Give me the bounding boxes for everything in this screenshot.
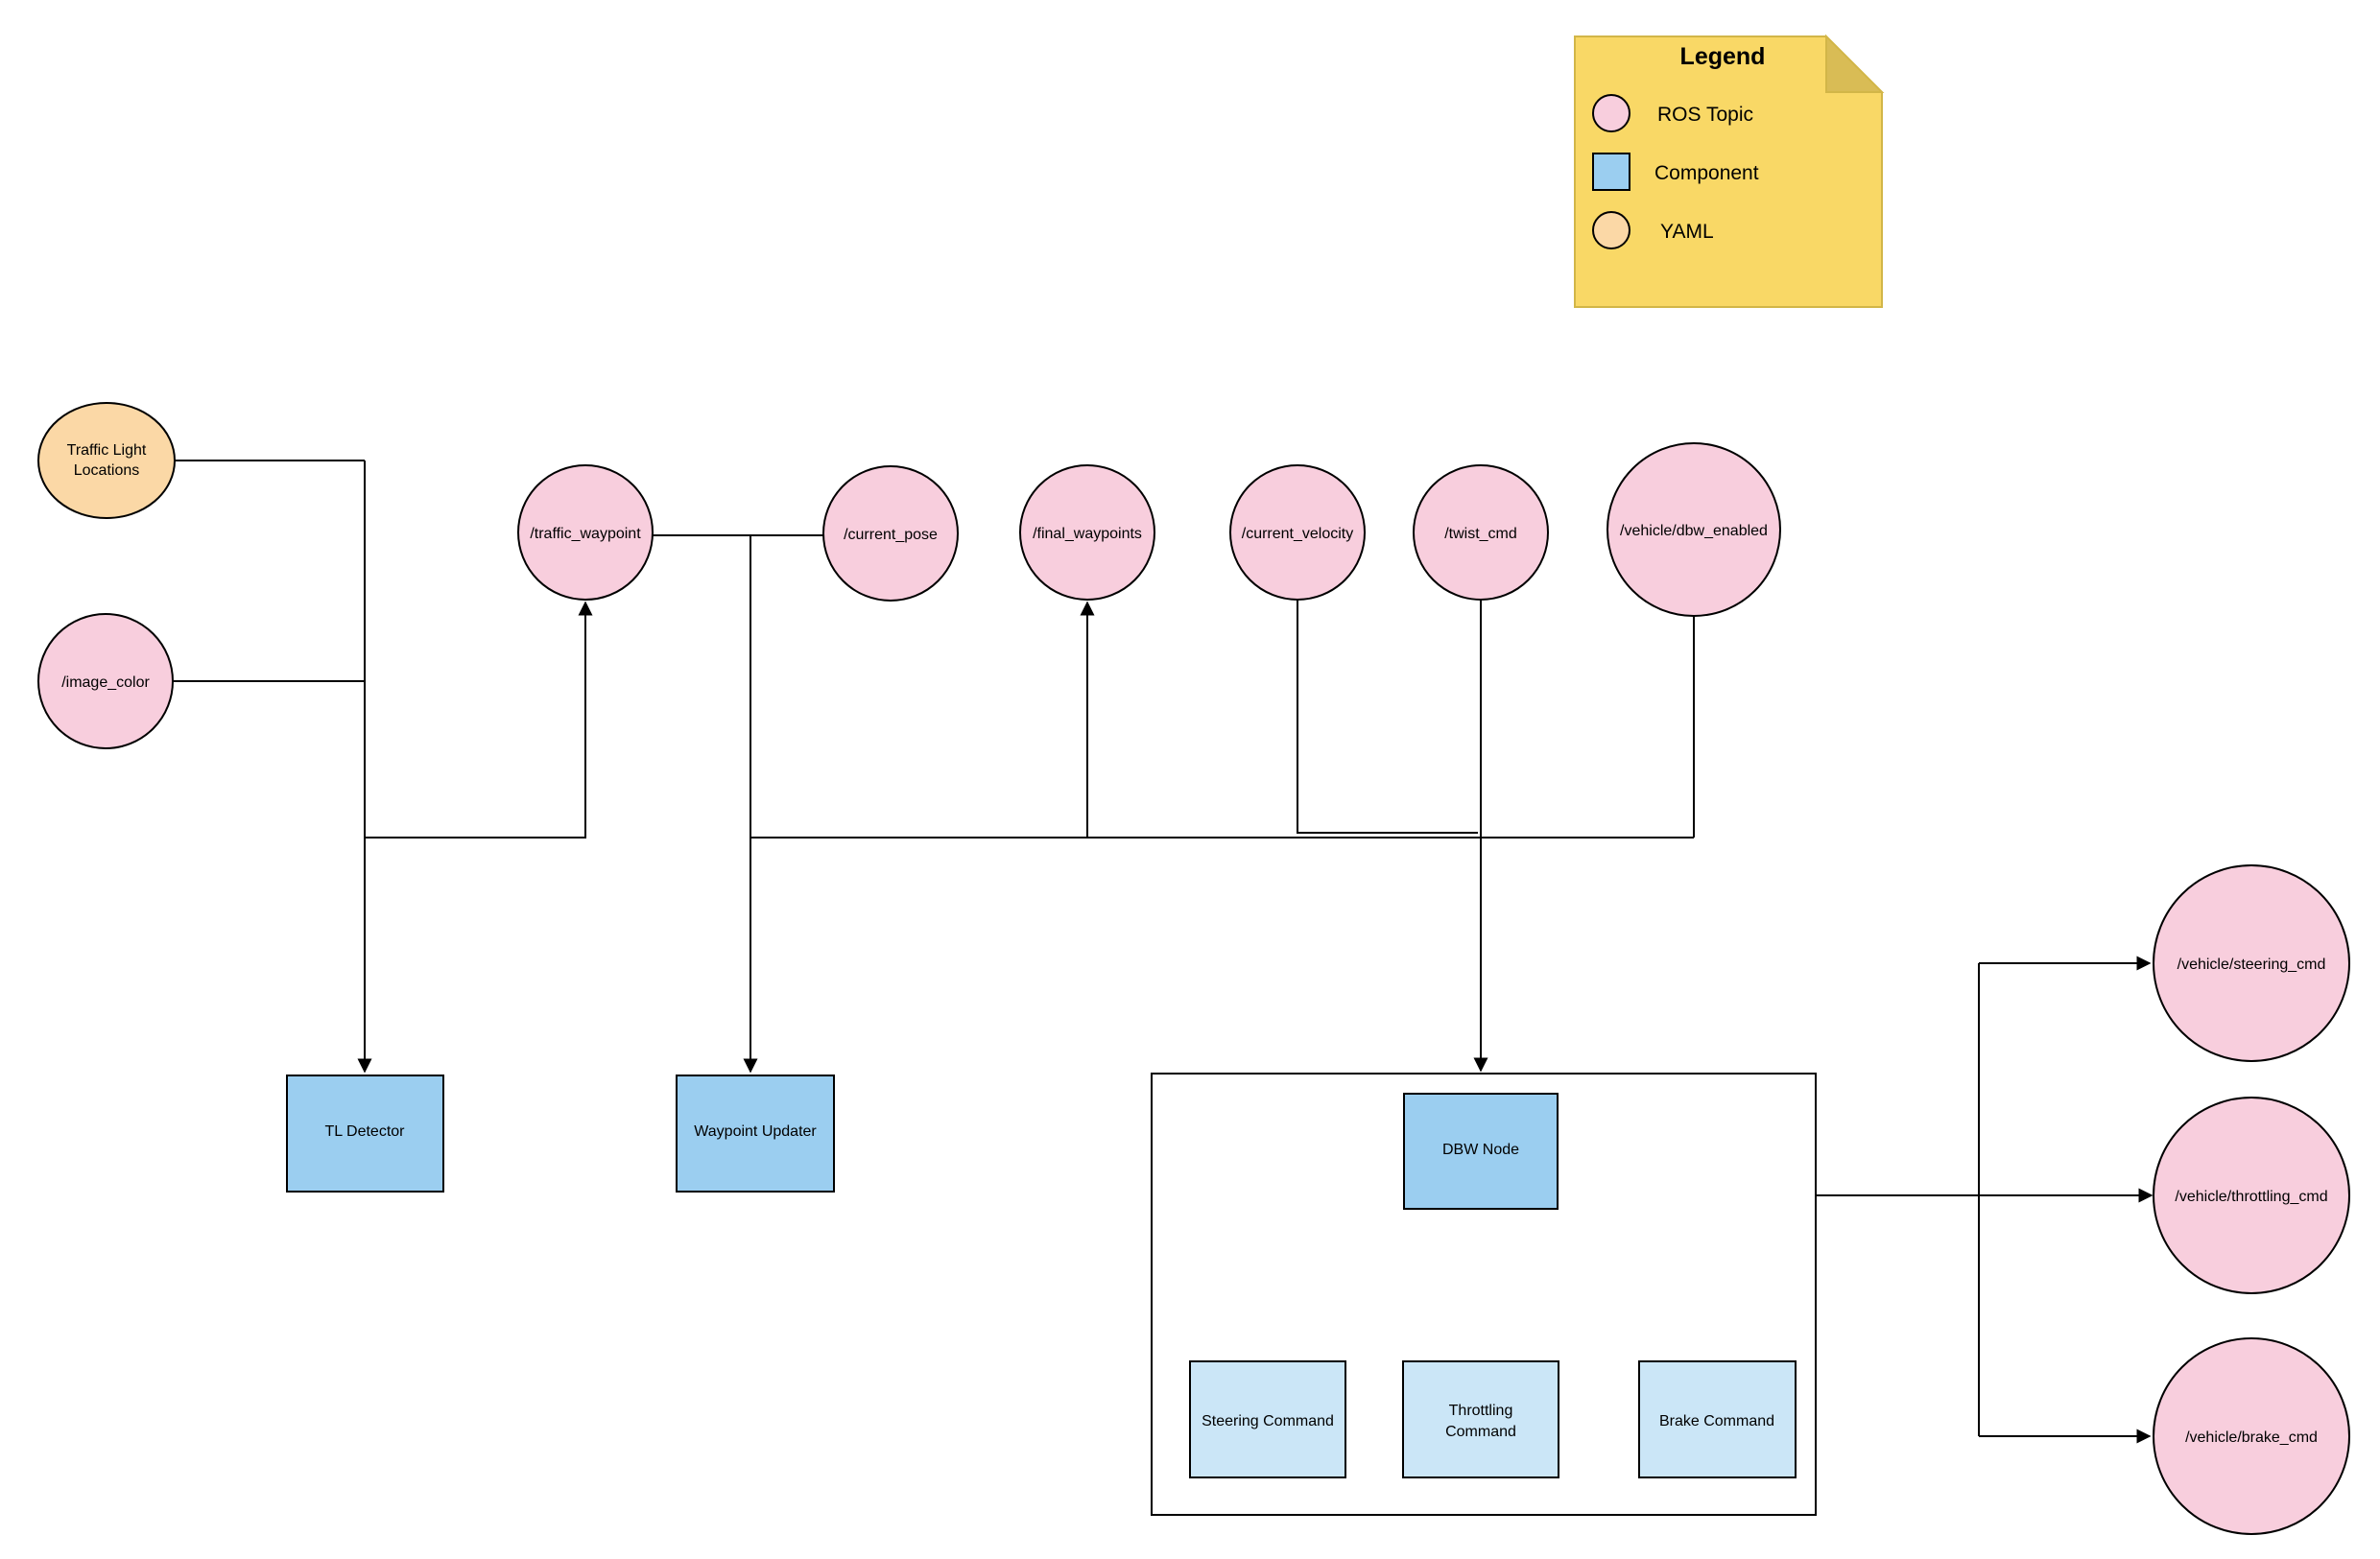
node-throttling-cmd: /vehicle/throttling_cmd bbox=[2153, 1097, 2350, 1294]
throttling-command-label-line2: Command bbox=[1445, 1424, 1516, 1440]
steering-cmd-label: /vehicle/steering_cmd bbox=[2178, 957, 2326, 973]
legend-note: Legend ROS Topic Component YAML bbox=[1574, 34, 1885, 308]
node-current-velocity: /current_velocity bbox=[1229, 464, 1366, 601]
throttling-command-box bbox=[1402, 1360, 1559, 1478]
tl-detector-box bbox=[286, 1075, 444, 1193]
steering-command-box bbox=[1189, 1360, 1346, 1478]
brake-cmd-circle bbox=[2153, 1337, 2350, 1535]
legend-title: Legend bbox=[1680, 43, 1766, 70]
component-tl-detector: TL Detector bbox=[286, 1075, 444, 1193]
final-waypoints-circle bbox=[1019, 464, 1155, 601]
current-pose-label: /current_pose bbox=[844, 527, 938, 543]
dbw-enabled-circle bbox=[1606, 442, 1781, 617]
node-image-color: /image_color bbox=[37, 613, 174, 749]
edge-current-velocity-drop bbox=[1297, 600, 1478, 834]
throttling-cmd-label: /vehicle/throttling_cmd bbox=[2175, 1189, 2327, 1205]
legend-item-component-label: Component bbox=[1654, 162, 1759, 184]
traffic-light-locations-label-line2: Locations bbox=[74, 462, 140, 479]
throttling-cmd-circle bbox=[2153, 1097, 2350, 1294]
node-final-waypoints: /final_waypoints bbox=[1019, 464, 1155, 601]
image-color-circle bbox=[37, 613, 174, 749]
image-color-label: /image_color bbox=[61, 674, 150, 691]
brake-cmd-label: /vehicle/brake_cmd bbox=[2185, 1429, 2318, 1446]
throttling-command-label-line1: Throttling bbox=[1449, 1403, 1513, 1419]
current-pose-circle bbox=[822, 465, 959, 602]
component-steering-command: Steering Command bbox=[1189, 1360, 1346, 1478]
traffic-waypoint-label: /traffic_waypoint bbox=[530, 526, 641, 542]
node-dbw-enabled: /vehicle/dbw_enabled bbox=[1606, 442, 1781, 617]
component-throttling-command: Throttling Command bbox=[1402, 1360, 1559, 1478]
traffic-light-locations-label-line1: Traffic Light bbox=[67, 442, 147, 459]
node-steering-cmd: /vehicle/steering_cmd bbox=[2153, 864, 2350, 1062]
legend-item-ros-topic-label: ROS Topic bbox=[1657, 104, 1753, 126]
component-swatch-icon bbox=[1592, 153, 1630, 191]
final-waypoints-label: /final_waypoints bbox=[1033, 526, 1142, 542]
current-velocity-circle bbox=[1229, 464, 1366, 601]
edge-into-traffic-waypoint bbox=[365, 601, 593, 839]
component-dbw-node: DBW Node bbox=[1403, 1093, 1559, 1210]
edges bbox=[173, 460, 2154, 1444]
ros-topic-swatch-icon bbox=[1592, 94, 1630, 132]
component-brake-command: Brake Command bbox=[1638, 1360, 1797, 1478]
legend-item-component: Component bbox=[1592, 153, 1759, 191]
waypoint-updater-label: Waypoint Updater bbox=[694, 1123, 817, 1140]
current-velocity-label: /current_velocity bbox=[1242, 526, 1354, 542]
legend-note-body bbox=[1574, 35, 1883, 308]
waypoint-updater-box bbox=[676, 1075, 835, 1193]
dbw-container-group: DBW Node Steering Command Throttling Com… bbox=[1151, 1073, 1817, 1516]
dbw-enabled-label: /vehicle/dbw_enabled bbox=[1620, 523, 1768, 539]
legend-item-yaml-label: YAML bbox=[1660, 221, 1714, 243]
node-traffic-waypoint: /traffic_waypoint bbox=[517, 464, 654, 601]
traffic-waypoint-circle bbox=[517, 464, 654, 601]
steering-cmd-circle bbox=[2153, 864, 2350, 1062]
component-waypoint-updater: Waypoint Updater bbox=[676, 1075, 835, 1193]
tl-detector-label: TL Detector bbox=[325, 1123, 406, 1140]
brake-command-label: Brake Command bbox=[1659, 1413, 1774, 1429]
node-traffic-light-locations: Traffic Light Locations bbox=[37, 402, 176, 519]
node-current-pose: /current_pose bbox=[822, 465, 959, 602]
dbw-node-label: DBW Node bbox=[1442, 1142, 1519, 1158]
node-twist-cmd: /twist_cmd bbox=[1413, 464, 1549, 601]
traffic-light-locations-ellipse bbox=[37, 402, 176, 519]
yaml-swatch-icon bbox=[1592, 211, 1630, 249]
twist-cmd-circle bbox=[1413, 464, 1549, 601]
twist-cmd-label: /twist_cmd bbox=[1444, 526, 1517, 542]
brake-command-box bbox=[1638, 1360, 1797, 1478]
steering-command-label: Steering Command bbox=[1202, 1413, 1334, 1429]
legend-item-ros-topic: ROS Topic bbox=[1592, 94, 1753, 132]
dbw-node-box bbox=[1403, 1093, 1559, 1210]
legend-note-fold-icon bbox=[1825, 34, 1885, 93]
node-brake-cmd: /vehicle/brake_cmd bbox=[2153, 1337, 2350, 1535]
legend-item-yaml: YAML bbox=[1592, 211, 1714, 249]
